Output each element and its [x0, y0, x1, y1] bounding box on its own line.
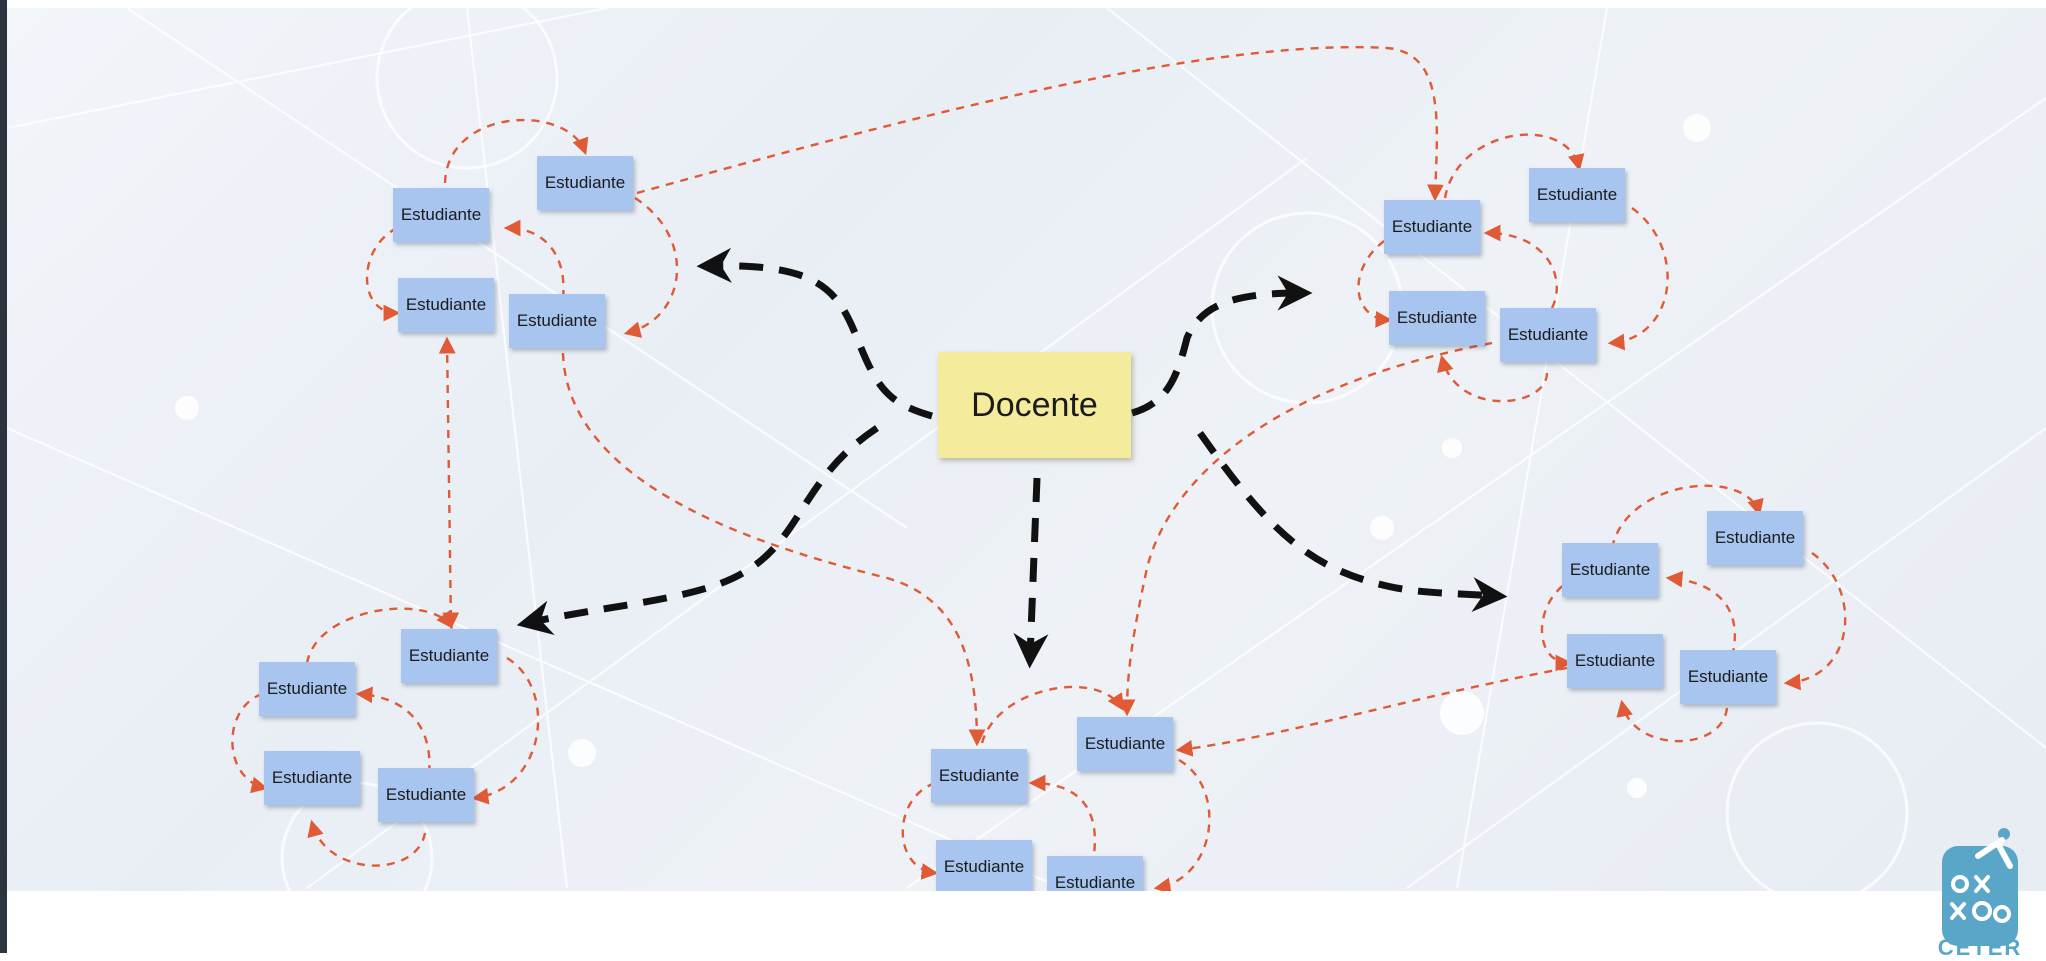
- student-note: Estudiante: [936, 840, 1032, 891]
- student-note: Estudiante: [1529, 168, 1625, 222]
- student-note: Estudiante: [1562, 543, 1658, 597]
- student-note: Estudiante: [401, 629, 497, 683]
- student-note: Estudiante: [1500, 308, 1596, 362]
- student-note: Estudiante: [259, 662, 355, 716]
- student-note: Estudiante: [1680, 650, 1776, 704]
- student-note: Estudiante: [1389, 291, 1485, 345]
- student-note: Estudiante: [1047, 856, 1143, 891]
- student-note: Estudiante: [931, 749, 1027, 803]
- ceter-logo-icon: [1942, 828, 2018, 946]
- student-note: Estudiante: [509, 294, 605, 348]
- student-note: Estudiante: [537, 156, 633, 210]
- student-note: Estudiante: [393, 188, 489, 242]
- background-network: [7, 8, 2046, 891]
- teacher-arrows: [516, 247, 1508, 669]
- student-note: Estudiante: [398, 278, 494, 332]
- student-note: Estudiante: [264, 751, 360, 805]
- peer-arrows: [231, 46, 1847, 891]
- student-note: Estudiante: [1567, 634, 1663, 688]
- diagram-canvas: Docente Estudiante Estudiante Estudiante…: [7, 8, 2046, 891]
- window-edge: [0, 0, 7, 953]
- student-note: Estudiante: [1384, 200, 1480, 254]
- student-note: Estudiante: [1707, 511, 1803, 565]
- slide-bottom-band: [7, 891, 2046, 953]
- student-note: Estudiante: [378, 768, 474, 822]
- student-note: Estudiante: [1077, 717, 1173, 771]
- logo-wordmark: CETER: [1937, 935, 2023, 960]
- background-nodes: [175, 114, 1711, 798]
- teacher-note: Docente: [938, 352, 1131, 458]
